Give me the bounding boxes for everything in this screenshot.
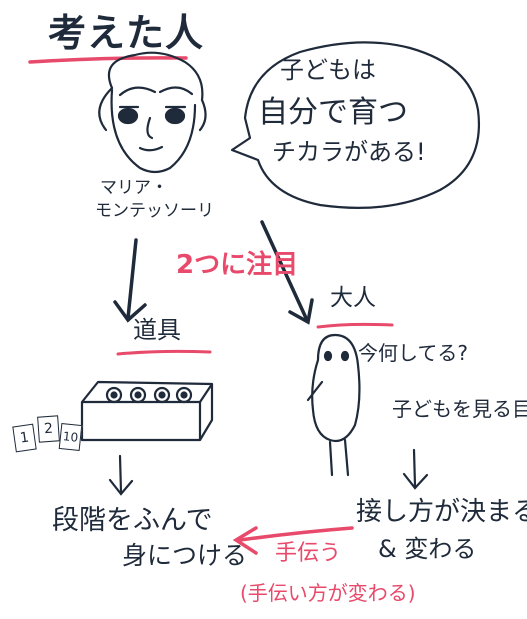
help-note: (手伝い方が変わる)	[240, 581, 416, 605]
tools-underline	[116, 349, 212, 356]
arrow-to-result	[402, 448, 429, 490]
adult-figure-icon	[306, 333, 361, 477]
result-line1: 接し方が決まる	[356, 497, 527, 527]
focus-label: 2つに注目	[176, 250, 299, 280]
adult-thought-2: 子どもを見る目	[392, 397, 527, 421]
adult-thought-1: 今何してる?	[358, 341, 469, 365]
speech-line2: 自分で育つ	[258, 95, 408, 130]
arrow-to-tools	[113, 238, 147, 323]
number-card: 1	[12, 423, 37, 453]
person-name-line2: モンテッソーリ	[95, 201, 214, 221]
adult-label: 大人	[330, 285, 376, 311]
help-label: 手伝う	[275, 541, 342, 566]
steps-line1: 段階をふんで	[52, 505, 213, 536]
person-name-line1: マリア・	[100, 178, 168, 198]
tools-label: 道具	[133, 316, 181, 344]
material-box-icon	[80, 380, 214, 442]
adult-underline	[316, 322, 394, 329]
speech-line3: チカラがある!	[272, 138, 426, 166]
portrait-icon	[98, 51, 207, 174]
steps-line2: 身につける	[122, 541, 248, 570]
speech-line1: 子どもは	[280, 56, 376, 84]
arrow-to-steps	[108, 454, 134, 496]
help-arrow	[232, 526, 354, 555]
title-underline	[28, 56, 188, 64]
number-card: 2	[37, 415, 60, 443]
speech-bubble	[230, 41, 480, 209]
number-card: 10	[58, 422, 83, 452]
page-title: 考えた人	[48, 11, 205, 55]
arrow-to-adult	[260, 220, 314, 325]
result-line2: & 変わる	[378, 535, 477, 563]
